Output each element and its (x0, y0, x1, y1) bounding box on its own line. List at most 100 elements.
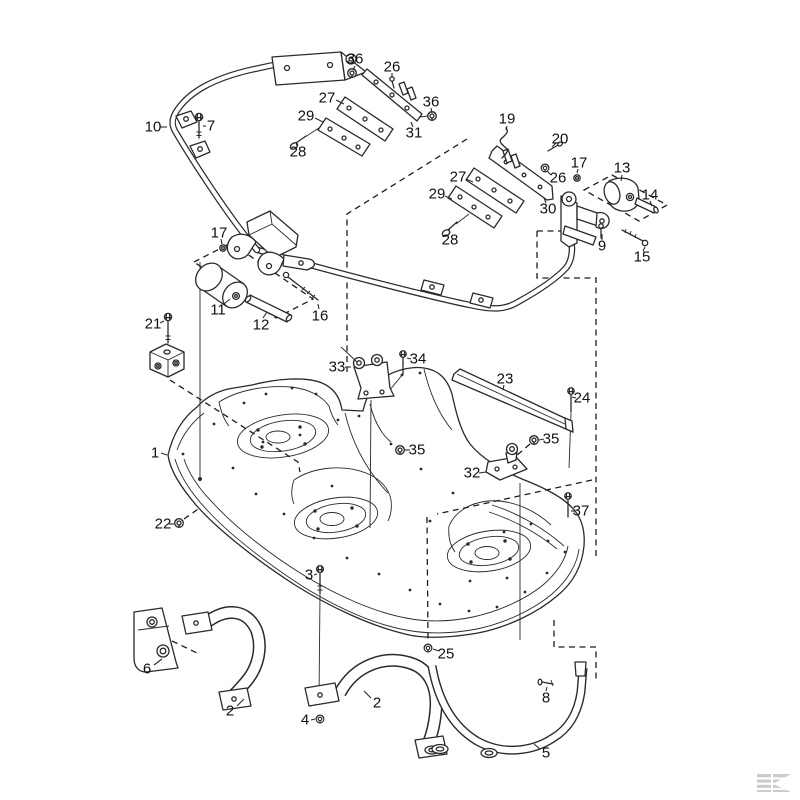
callout-5: 5 (542, 745, 550, 762)
callout-leader-13 (620, 174, 623, 182)
callout-30: 30 (540, 201, 557, 218)
nut-36-top (347, 68, 357, 78)
pin-20 (547, 141, 563, 152)
callout-32: 32 (464, 465, 481, 482)
callout-leader-35 (538, 438, 545, 441)
callout-8: 8 (542, 690, 550, 707)
callout-22: 22 (155, 516, 172, 533)
callout-leader-19 (505, 125, 508, 131)
rear-hanger-bracket (560, 191, 610, 248)
stud-26-top (389, 76, 395, 89)
nut-4 (315, 714, 325, 724)
bolt-7 (194, 112, 204, 139)
pin-9 (598, 223, 604, 239)
spacer-block (149, 343, 185, 378)
callout-leader-14 (649, 200, 653, 207)
callout-2: 2 (226, 703, 234, 720)
frame-tube (169, 60, 282, 254)
callout-leader-28 (295, 141, 298, 147)
callout-9: 9 (598, 238, 606, 255)
callout-leader-29 (444, 195, 453, 200)
spindle-ring-left (236, 413, 330, 459)
kramp-logo (752, 774, 794, 792)
reinforcement-plate-29-right (447, 185, 503, 229)
brace-bar-23 (451, 368, 574, 433)
callout-16: 16 (312, 308, 329, 325)
callout-leader-34 (406, 357, 412, 360)
callout-19: 19 (499, 111, 516, 128)
callout-leader-3 (313, 573, 318, 576)
mower-deck (167, 366, 585, 638)
callout-leader-4 (310, 718, 316, 721)
callout-leader-8 (545, 686, 548, 692)
callout-leader-6 (153, 658, 163, 666)
callout-11: 11 (210, 302, 226, 319)
nut-17-right (573, 174, 581, 182)
callout-leader-23 (502, 384, 505, 391)
deck-bracket-33 (340, 346, 395, 400)
reinforcement-plate-29-upper (317, 117, 371, 157)
callout-29: 29 (429, 186, 446, 203)
spindle-ring-right (446, 529, 532, 573)
bolt-8 (537, 678, 554, 687)
callout-leader-36 (352, 65, 356, 71)
bolt-37 (564, 492, 572, 518)
bolt-24 (567, 387, 575, 413)
callout-leader-36 (430, 107, 433, 114)
callout-leader-29 (314, 117, 324, 123)
callout-leader-27 (335, 99, 345, 105)
callout-34: 34 (410, 351, 427, 368)
callout-15: 15 (634, 249, 651, 266)
callout-36: 36 (423, 94, 440, 111)
callout-leader-17 (220, 238, 223, 245)
bolt-34 (399, 350, 407, 375)
callout-37: 37 (573, 503, 590, 520)
nut-35-left (395, 445, 405, 455)
callout-31: 31 (406, 125, 423, 142)
bolt-21 (163, 312, 173, 344)
callout-leader-28 (448, 228, 451, 234)
callout-leader-25 (432, 648, 440, 652)
reinforcement-plate-27-upper (336, 96, 394, 142)
support-bar-31 (361, 68, 429, 122)
callout-26: 26 (384, 59, 401, 76)
callout-20: 20 (552, 131, 569, 148)
callout-leader-21 (159, 320, 165, 324)
callout-leader-20 (551, 142, 557, 148)
callout-7: 7 (207, 118, 215, 135)
deck-bracket-32 (485, 442, 528, 481)
hanger-bar-30 (488, 145, 554, 201)
callout-26: 26 (550, 170, 567, 187)
callout-leader-2 (236, 698, 245, 707)
callout-leader-15 (642, 246, 646, 252)
bolt-16 (282, 271, 319, 301)
lift-tube (254, 238, 576, 312)
roller-11 (195, 262, 248, 309)
nut-22 (174, 518, 184, 528)
callout-24: 24 (574, 390, 591, 407)
callout-25: 25 (438, 646, 455, 663)
front-skirt-5 (427, 661, 588, 759)
callout-27: 27 (450, 169, 467, 186)
nut-35-right (529, 435, 539, 445)
spindle-ring-center (293, 496, 379, 540)
callout-leader-12 (262, 311, 268, 319)
nut-26-right (540, 163, 550, 173)
spring-clip-19 (499, 127, 509, 159)
reinforcement-plate-27-right (465, 167, 525, 214)
callout-10: 10 (145, 119, 162, 136)
bolt-15 (621, 228, 649, 247)
nut-17-left (219, 244, 227, 252)
center-mount-bracket (226, 210, 316, 276)
callout-33: 33 (329, 359, 346, 376)
callout-6: 6 (143, 661, 151, 678)
callout-leader-11 (223, 298, 231, 305)
callout-28: 28 (290, 144, 307, 161)
callout-27: 27 (319, 90, 336, 107)
callout-21: 21 (145, 316, 162, 333)
callout-23: 23 (497, 371, 514, 388)
callout-leader-24 (571, 396, 577, 399)
callout-36: 36 (347, 51, 364, 68)
